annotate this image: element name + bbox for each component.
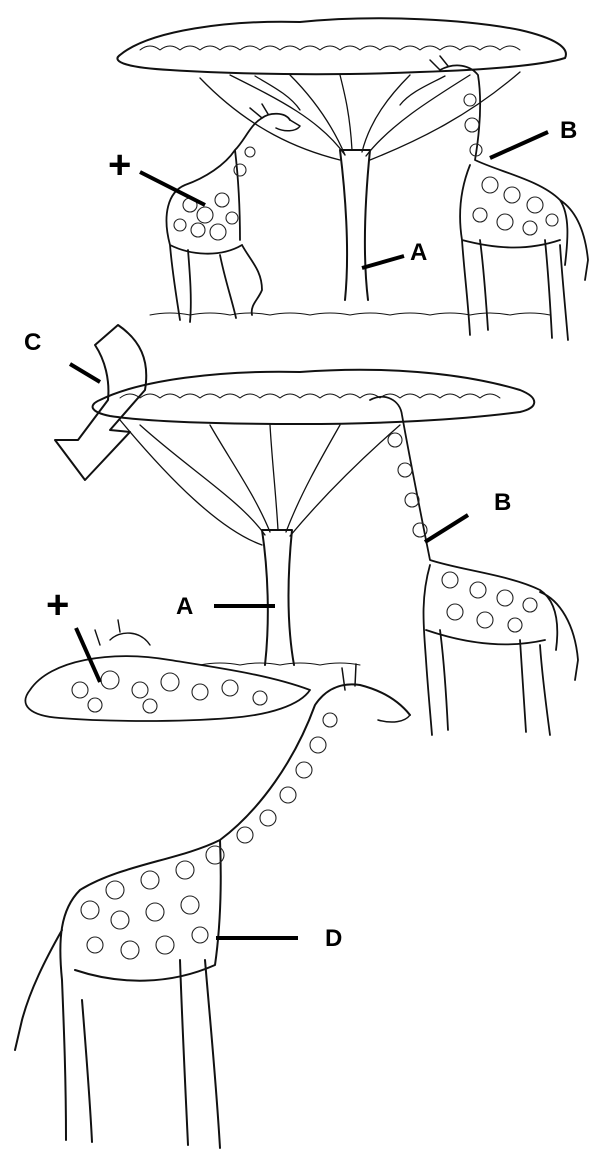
- mid-tree-canopy-texture: [120, 394, 500, 398]
- mid-a-label: A: [176, 593, 193, 620]
- time-arrow: [55, 325, 146, 480]
- mid-long-neck-giraffe: [370, 397, 578, 735]
- mid-b-label: B: [494, 489, 511, 516]
- mid-ground: [200, 663, 360, 665]
- top-tree-trunk: [340, 150, 370, 300]
- arrow-c-leader: [70, 364, 100, 382]
- middle-scene: B + A: [25, 370, 578, 735]
- arrow-c-group: C: [24, 325, 146, 480]
- modern-giraffe: [15, 664, 410, 1148]
- top-short-neck-giraffe: [166, 104, 300, 322]
- bottom-scene: D: [15, 664, 410, 1148]
- bottom-d-label: D: [325, 925, 342, 952]
- arrow-c-label: C: [24, 329, 41, 356]
- top-plus-leader: [140, 172, 205, 205]
- top-a-label: A: [410, 239, 427, 266]
- top-scene: + B A: [108, 18, 588, 340]
- top-ground: [150, 313, 550, 315]
- top-b-label: B: [560, 117, 577, 144]
- mid-plus-label: +: [46, 583, 69, 627]
- top-plus-label: +: [108, 143, 131, 187]
- mid-tree-trunk: [262, 530, 294, 665]
- mid-tree-branches: [120, 420, 400, 545]
- top-a-leader: [362, 256, 404, 268]
- top-tree-canopy: [117, 18, 565, 74]
- top-tree-canopy-texture: [140, 46, 520, 50]
- mid-b-leader: [425, 515, 468, 542]
- top-tree-branches: [200, 72, 520, 160]
- top-long-neck-giraffe: [430, 56, 588, 340]
- top-b-leader: [490, 132, 548, 158]
